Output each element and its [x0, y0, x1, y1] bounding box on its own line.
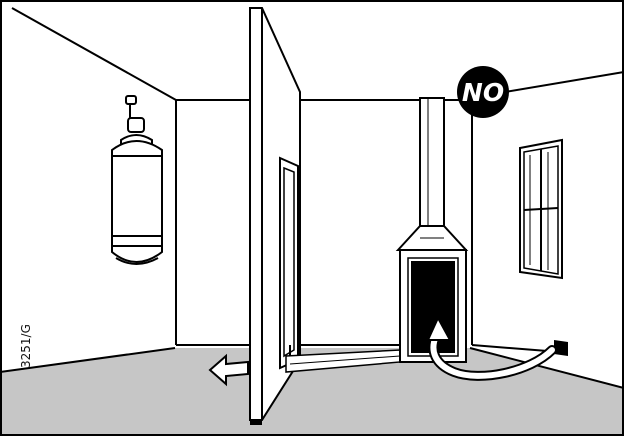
- no-label: NO: [462, 78, 504, 107]
- water-heater-icon: [112, 96, 162, 264]
- open-door-icon: [280, 158, 298, 368]
- reference-code-text: 3251/G: [19, 324, 33, 368]
- fireplace-icon: [398, 98, 466, 362]
- no-warning-badge: NO: [457, 66, 509, 118]
- window-icon: [520, 140, 562, 278]
- reference-code: 3251/G: [19, 324, 33, 368]
